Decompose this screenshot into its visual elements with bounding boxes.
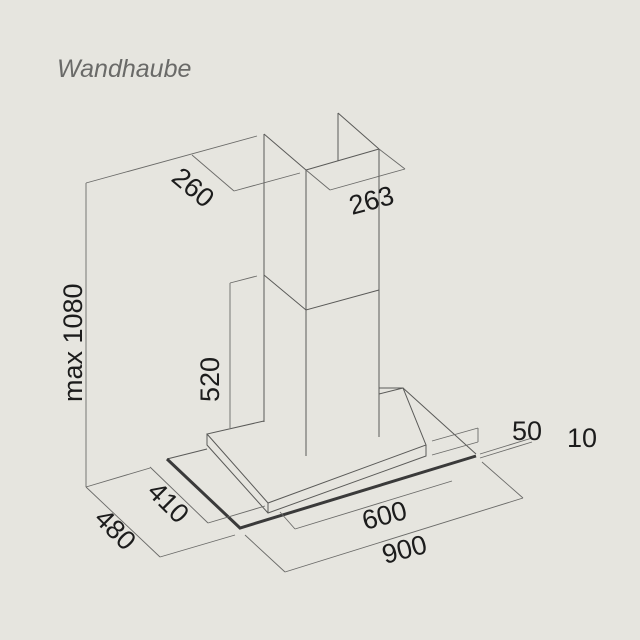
label-410: 410 bbox=[142, 476, 195, 529]
label-260: 260 bbox=[166, 162, 220, 214]
dimension-labels: 260 263 max 1080 520 50 10 410 480 600 9… bbox=[58, 162, 597, 570]
dimension-lines bbox=[85, 135, 533, 573]
diagram-title: Wandhaube bbox=[57, 55, 192, 83]
label-520: 520 bbox=[195, 357, 225, 402]
label-50: 50 bbox=[512, 416, 542, 446]
chimney bbox=[263, 112, 380, 456]
label-900: 900 bbox=[379, 529, 430, 570]
glass-panel bbox=[165, 448, 477, 530]
label-480: 480 bbox=[89, 503, 142, 556]
label-max-1080: max 1080 bbox=[58, 283, 88, 402]
canopy-box bbox=[206, 387, 477, 514]
label-263: 263 bbox=[346, 180, 397, 221]
label-10: 10 bbox=[567, 423, 597, 453]
label-600: 600 bbox=[359, 495, 410, 536]
